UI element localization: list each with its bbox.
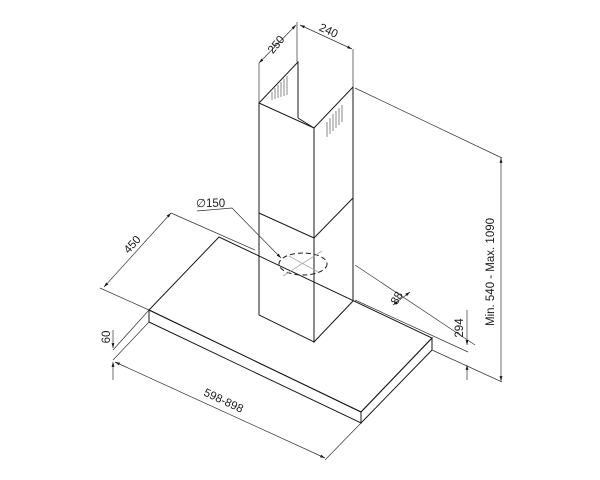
chimney	[258, 60, 354, 344]
chimney-back-edge	[258, 60, 299, 104]
dimension-lines	[99, 22, 503, 461]
hood-top-surface	[148, 236, 433, 413]
vent-slots-left	[271, 76, 288, 100]
chimney-inner-edge	[297, 117, 315, 129]
hood-side-face	[360, 336, 433, 425]
dim-duct-diameter: ∅150	[196, 198, 225, 210]
dim-offset: 88	[389, 290, 406, 307]
duct-outlet-circle	[278, 252, 328, 276]
chimney-joint-line	[258, 212, 315, 239]
hood-front-face	[148, 309, 362, 424]
chimney-side-face	[313, 85, 354, 344]
dim-hood-depth: 450	[122, 234, 144, 256]
dim-chimney-base-height: 294	[454, 318, 466, 338]
dim-total-height: Min. 540 - Max. 1090	[485, 218, 497, 326]
dim-hood-thickness: 60	[101, 331, 113, 344]
chimney-front-face	[258, 102, 315, 343]
duct-centerline	[288, 255, 319, 273]
chimney-joint-line	[313, 197, 354, 239]
duct-outlet	[278, 250, 328, 277]
vent-slots-right	[326, 105, 343, 137]
